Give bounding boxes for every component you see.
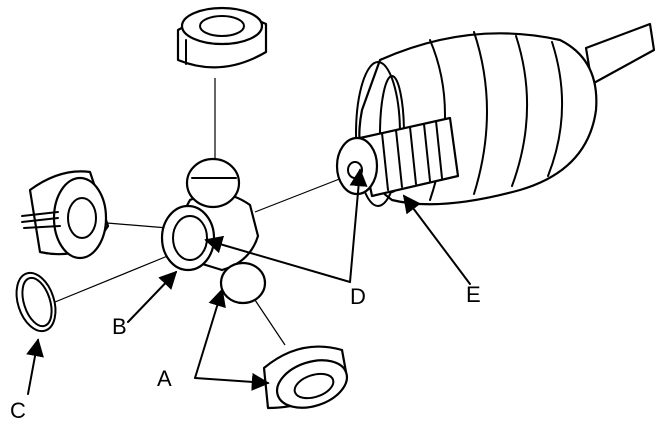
- label-d: D: [350, 284, 366, 309]
- label-a: A: [157, 366, 172, 391]
- label-e: E: [466, 282, 481, 307]
- bottom-roller-bearing: [262, 345, 349, 410]
- top-roller-bearing: [176, 6, 268, 69]
- left-roller-bearing: [21, 170, 110, 260]
- pointer-arrows: [26, 168, 471, 395]
- label-c: C: [10, 398, 26, 423]
- splined-stub-shaft: [335, 116, 460, 198]
- tripod-spider: [160, 157, 267, 305]
- label-b: B: [112, 314, 127, 339]
- snap-ring: [15, 271, 57, 333]
